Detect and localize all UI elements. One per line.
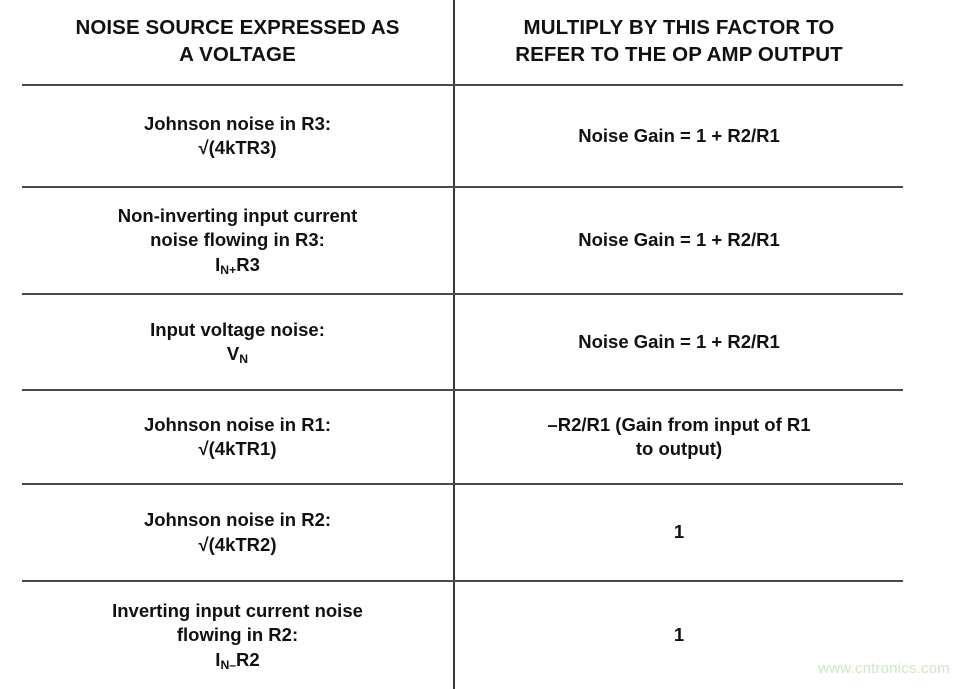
row3-formula-symbol: V	[226, 343, 240, 364]
table-row: Input voltage noise: VN	[22, 295, 453, 389]
row6-source-formula: IN–R2	[112, 648, 363, 672]
row2-source-formula: IN+R3	[118, 253, 357, 277]
row4-source-line1: Johnson noise in R1:	[143, 413, 332, 435]
row1-source-line1: Johnson noise in R3:	[143, 112, 332, 134]
row-rule-1	[22, 186, 903, 188]
table-row: Johnson noise in R2: √(4kTR2)	[22, 485, 453, 580]
row-rule-2	[22, 293, 903, 295]
row2-factor-line1: Noise Gain = 1 + R2/R1	[578, 229, 780, 251]
header-right-line2: REFER TO THE OP AMP OUTPUT	[515, 43, 843, 66]
watermark: www.cntronics.com	[818, 660, 950, 677]
row6-formula-symbol: I	[215, 648, 221, 670]
row6-source-line1: Inverting input current noise	[112, 600, 363, 622]
table-row: Noise Gain = 1 + R2/R1	[455, 188, 903, 293]
row1-source-line2: √(4kTR3)	[198, 137, 277, 158]
row6-formula-subscript: N–	[220, 657, 237, 672]
row5-source-line2: √(4kTR2)	[198, 533, 277, 555]
row-rule-3	[22, 389, 903, 391]
row2-source-line2: noise flowing in R3:	[150, 229, 325, 251]
header-cell-multiply-factor: MULTIPLY BY THIS FACTOR TO REFER TO THE …	[455, 0, 903, 84]
row6-source-line2: flowing in R2:	[176, 624, 299, 646]
table-row: 1	[455, 485, 903, 580]
row1-factor-line1: Noise Gain = 1 + R2/R1	[578, 124, 780, 146]
row4-factor-line2: to output)	[635, 438, 723, 459]
row2-formula-subscript: N+	[220, 262, 237, 277]
header-right-line1: MULTIPLY BY THIS FACTOR TO	[523, 16, 835, 40]
table-row: Noise Gain = 1 + R2/R1	[455, 295, 903, 389]
row3-formula-subscript: N	[239, 352, 249, 367]
row-rule-5	[22, 580, 903, 582]
table-row: Noise Gain = 1 + R2/R1	[455, 86, 903, 186]
table-row: Johnson noise in R3: √(4kTR3)	[22, 86, 453, 186]
table-row: Johnson noise in R1: √(4kTR1)	[22, 391, 453, 483]
row5-factor-line1: 1	[673, 521, 685, 543]
header-left-line2: A VOLTAGE	[179, 43, 296, 66]
table-row: Inverting input current noise flowing in…	[22, 582, 453, 689]
row6-factor-line1: 1	[673, 624, 685, 646]
row5-source-line1: Johnson noise in R2:	[143, 509, 332, 531]
row4-factor-line1: –R2/R1 (Gain from input of R1	[547, 413, 811, 435]
row2-formula-symbol: I	[215, 253, 221, 275]
row4-source-line2: √(4kTR1)	[198, 438, 277, 459]
row-rule-4	[22, 483, 903, 485]
column-divider	[453, 0, 455, 689]
header-rule	[22, 84, 903, 86]
header-cell-noise-source: NOISE SOURCE EXPRESSED AS A VOLTAGE	[22, 0, 453, 84]
row3-source-line1: Input voltage noise:	[150, 318, 325, 340]
row3-factor-line1: Noise Gain = 1 + R2/R1	[578, 330, 780, 352]
row2-source-line1: Non-inverting input current	[117, 205, 358, 227]
row3-source-formula: VN	[150, 342, 325, 366]
table-row: 1	[455, 582, 903, 689]
table-row: Non-inverting input current noise flowin…	[22, 188, 453, 293]
row2-formula-tail: R3	[236, 253, 260, 275]
header-left-line1: NOISE SOURCE EXPRESSED AS	[75, 16, 400, 40]
table-row: –R2/R1 (Gain from input of R1 to output)	[455, 391, 903, 483]
row6-formula-tail: R2	[236, 648, 260, 670]
